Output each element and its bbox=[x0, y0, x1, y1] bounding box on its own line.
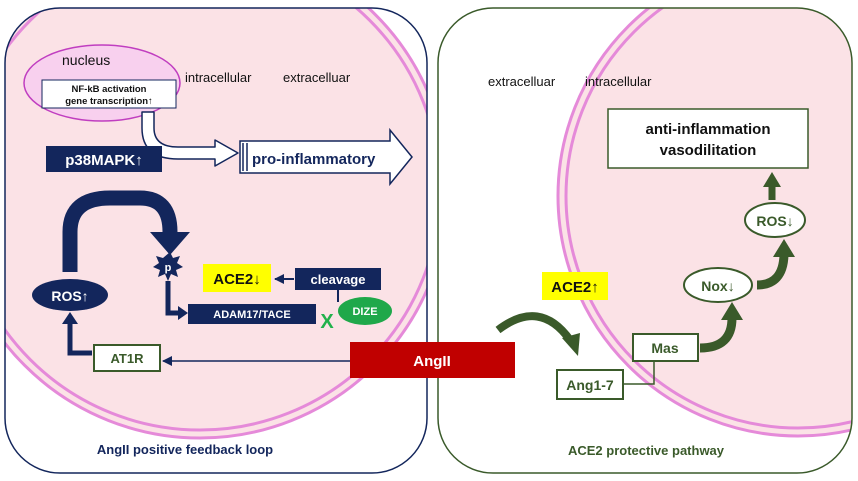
mas-to-nox-arrowhead bbox=[721, 302, 743, 320]
phospho-star bbox=[153, 252, 183, 281]
right-panel-caption: ACE2 protective pathway bbox=[568, 443, 725, 458]
left-panel-caption: AngII positive feedback loop bbox=[97, 442, 273, 457]
anti-inflammation-box bbox=[607, 108, 809, 169]
ros-to-p-loop-arrow bbox=[62, 190, 178, 272]
phospho-label: p bbox=[165, 262, 172, 274]
mas-box bbox=[632, 333, 699, 362]
ros-to-anti-inflammation-arrowhead bbox=[763, 172, 781, 187]
inhibit-x-mark: X bbox=[320, 311, 334, 333]
ros-up-ellipse bbox=[32, 279, 108, 311]
right-cell bbox=[558, 8, 852, 436]
p-to-adam17-arrowhead bbox=[178, 306, 188, 320]
dize-ellipse bbox=[338, 297, 392, 325]
nfkb-line-2: gene transcription↑ bbox=[65, 96, 153, 107]
pro-inflammatory-label: pro-inflammatory bbox=[252, 151, 376, 168]
right-panel: extracelluar intracellular anti-inflamma… bbox=[437, 7, 853, 474]
p38mapk-label: p38MAPK↑ bbox=[65, 152, 143, 169]
nucleus-label: nucleus bbox=[62, 52, 110, 68]
nfkb-box bbox=[41, 79, 177, 109]
right-cell-membrane-inner bbox=[564, 8, 852, 430]
nox-down-label: Nox↓ bbox=[701, 278, 734, 294]
ang17-to-mas-connector bbox=[622, 361, 655, 385]
anti-inflammation-line-1: anti-inflammation bbox=[645, 121, 770, 138]
p-to-adam17-arrow bbox=[165, 281, 180, 316]
pro-inflammatory-arrow-shape bbox=[239, 127, 413, 187]
ang17-label: Ang1-7 bbox=[566, 377, 614, 393]
ace2-down-label: ACE2↓ bbox=[213, 271, 261, 288]
right-intracellular-label: intracellular bbox=[585, 74, 652, 89]
left-panel-border bbox=[4, 7, 428, 474]
nox-to-ros-arrow bbox=[756, 254, 789, 290]
ang17-box bbox=[556, 369, 624, 400]
cleavage-box bbox=[295, 268, 381, 290]
ros-down-label: ROS↓ bbox=[756, 213, 793, 229]
right-cell-membrane-outer bbox=[556, 8, 852, 438]
nucleus-to-pro-inflammatory-arrow bbox=[141, 111, 239, 167]
mas-label: Mas bbox=[651, 340, 678, 356]
ace2-up-label: ACE2↑ bbox=[551, 279, 599, 296]
left-panel: nucleus NF-kB activation gene transcript… bbox=[4, 7, 428, 474]
anti-inflammation-line-2: vasodilitation bbox=[660, 142, 757, 159]
at1r-to-ros-arrowhead bbox=[62, 312, 78, 324]
ros-down-ellipse bbox=[744, 202, 806, 238]
ace2-down-box bbox=[203, 264, 271, 292]
left-cell-membrane-inner bbox=[5, 8, 427, 432]
left-intracellular-label: intracellular bbox=[185, 70, 252, 85]
p38mapk-box bbox=[46, 146, 162, 172]
ace2-up-box bbox=[542, 272, 608, 300]
nox-down-ellipse bbox=[683, 267, 753, 303]
dize-label: DIZE bbox=[352, 306, 377, 318]
nfkb-line-1: NF-kB activation bbox=[72, 84, 147, 95]
angii-to-ang17-arrow bbox=[495, 312, 574, 343]
ros-up-label: ROS↑ bbox=[51, 288, 88, 304]
right-extracellular-label: extracelluar bbox=[488, 74, 556, 89]
angii-to-ang17-arrowhead bbox=[562, 333, 580, 356]
adam17-label: ADAM17/TACE bbox=[213, 309, 290, 321]
at1r-to-ros-arrow bbox=[67, 322, 92, 356]
ros-to-p-loop-arrowhead bbox=[150, 232, 190, 255]
left-extracellular-label: extracelluar bbox=[283, 70, 351, 85]
mas-to-nox-arrow bbox=[699, 317, 737, 353]
angii-box bbox=[350, 342, 515, 378]
cleavage-label: cleavage bbox=[311, 272, 366, 287]
at1r-label: AT1R bbox=[111, 351, 145, 366]
nox-to-ros-arrowhead bbox=[773, 239, 795, 257]
at1r-box bbox=[93, 344, 161, 372]
adam17-box bbox=[188, 304, 316, 324]
right-panel-border bbox=[437, 7, 853, 474]
angii-label: AngII bbox=[413, 353, 451, 370]
left-cell-membrane-outer bbox=[5, 8, 427, 440]
